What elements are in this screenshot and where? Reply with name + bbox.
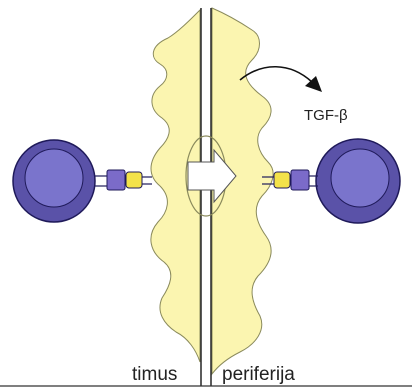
t-cell-nucleus xyxy=(331,149,389,207)
peptide-icon xyxy=(126,172,142,188)
tcr-receptor xyxy=(107,170,125,190)
peptide-icon xyxy=(274,172,290,188)
right-t-cell xyxy=(262,139,400,223)
cytokine-label: TGF-β xyxy=(304,107,348,124)
thymus-label: timus xyxy=(132,364,177,385)
curved-arrow-icon xyxy=(240,67,312,82)
left-t-cell xyxy=(13,140,152,222)
tcr-receptor xyxy=(291,170,309,190)
t-cell-nucleus xyxy=(25,149,83,207)
periphery-label: periferija xyxy=(222,364,295,385)
